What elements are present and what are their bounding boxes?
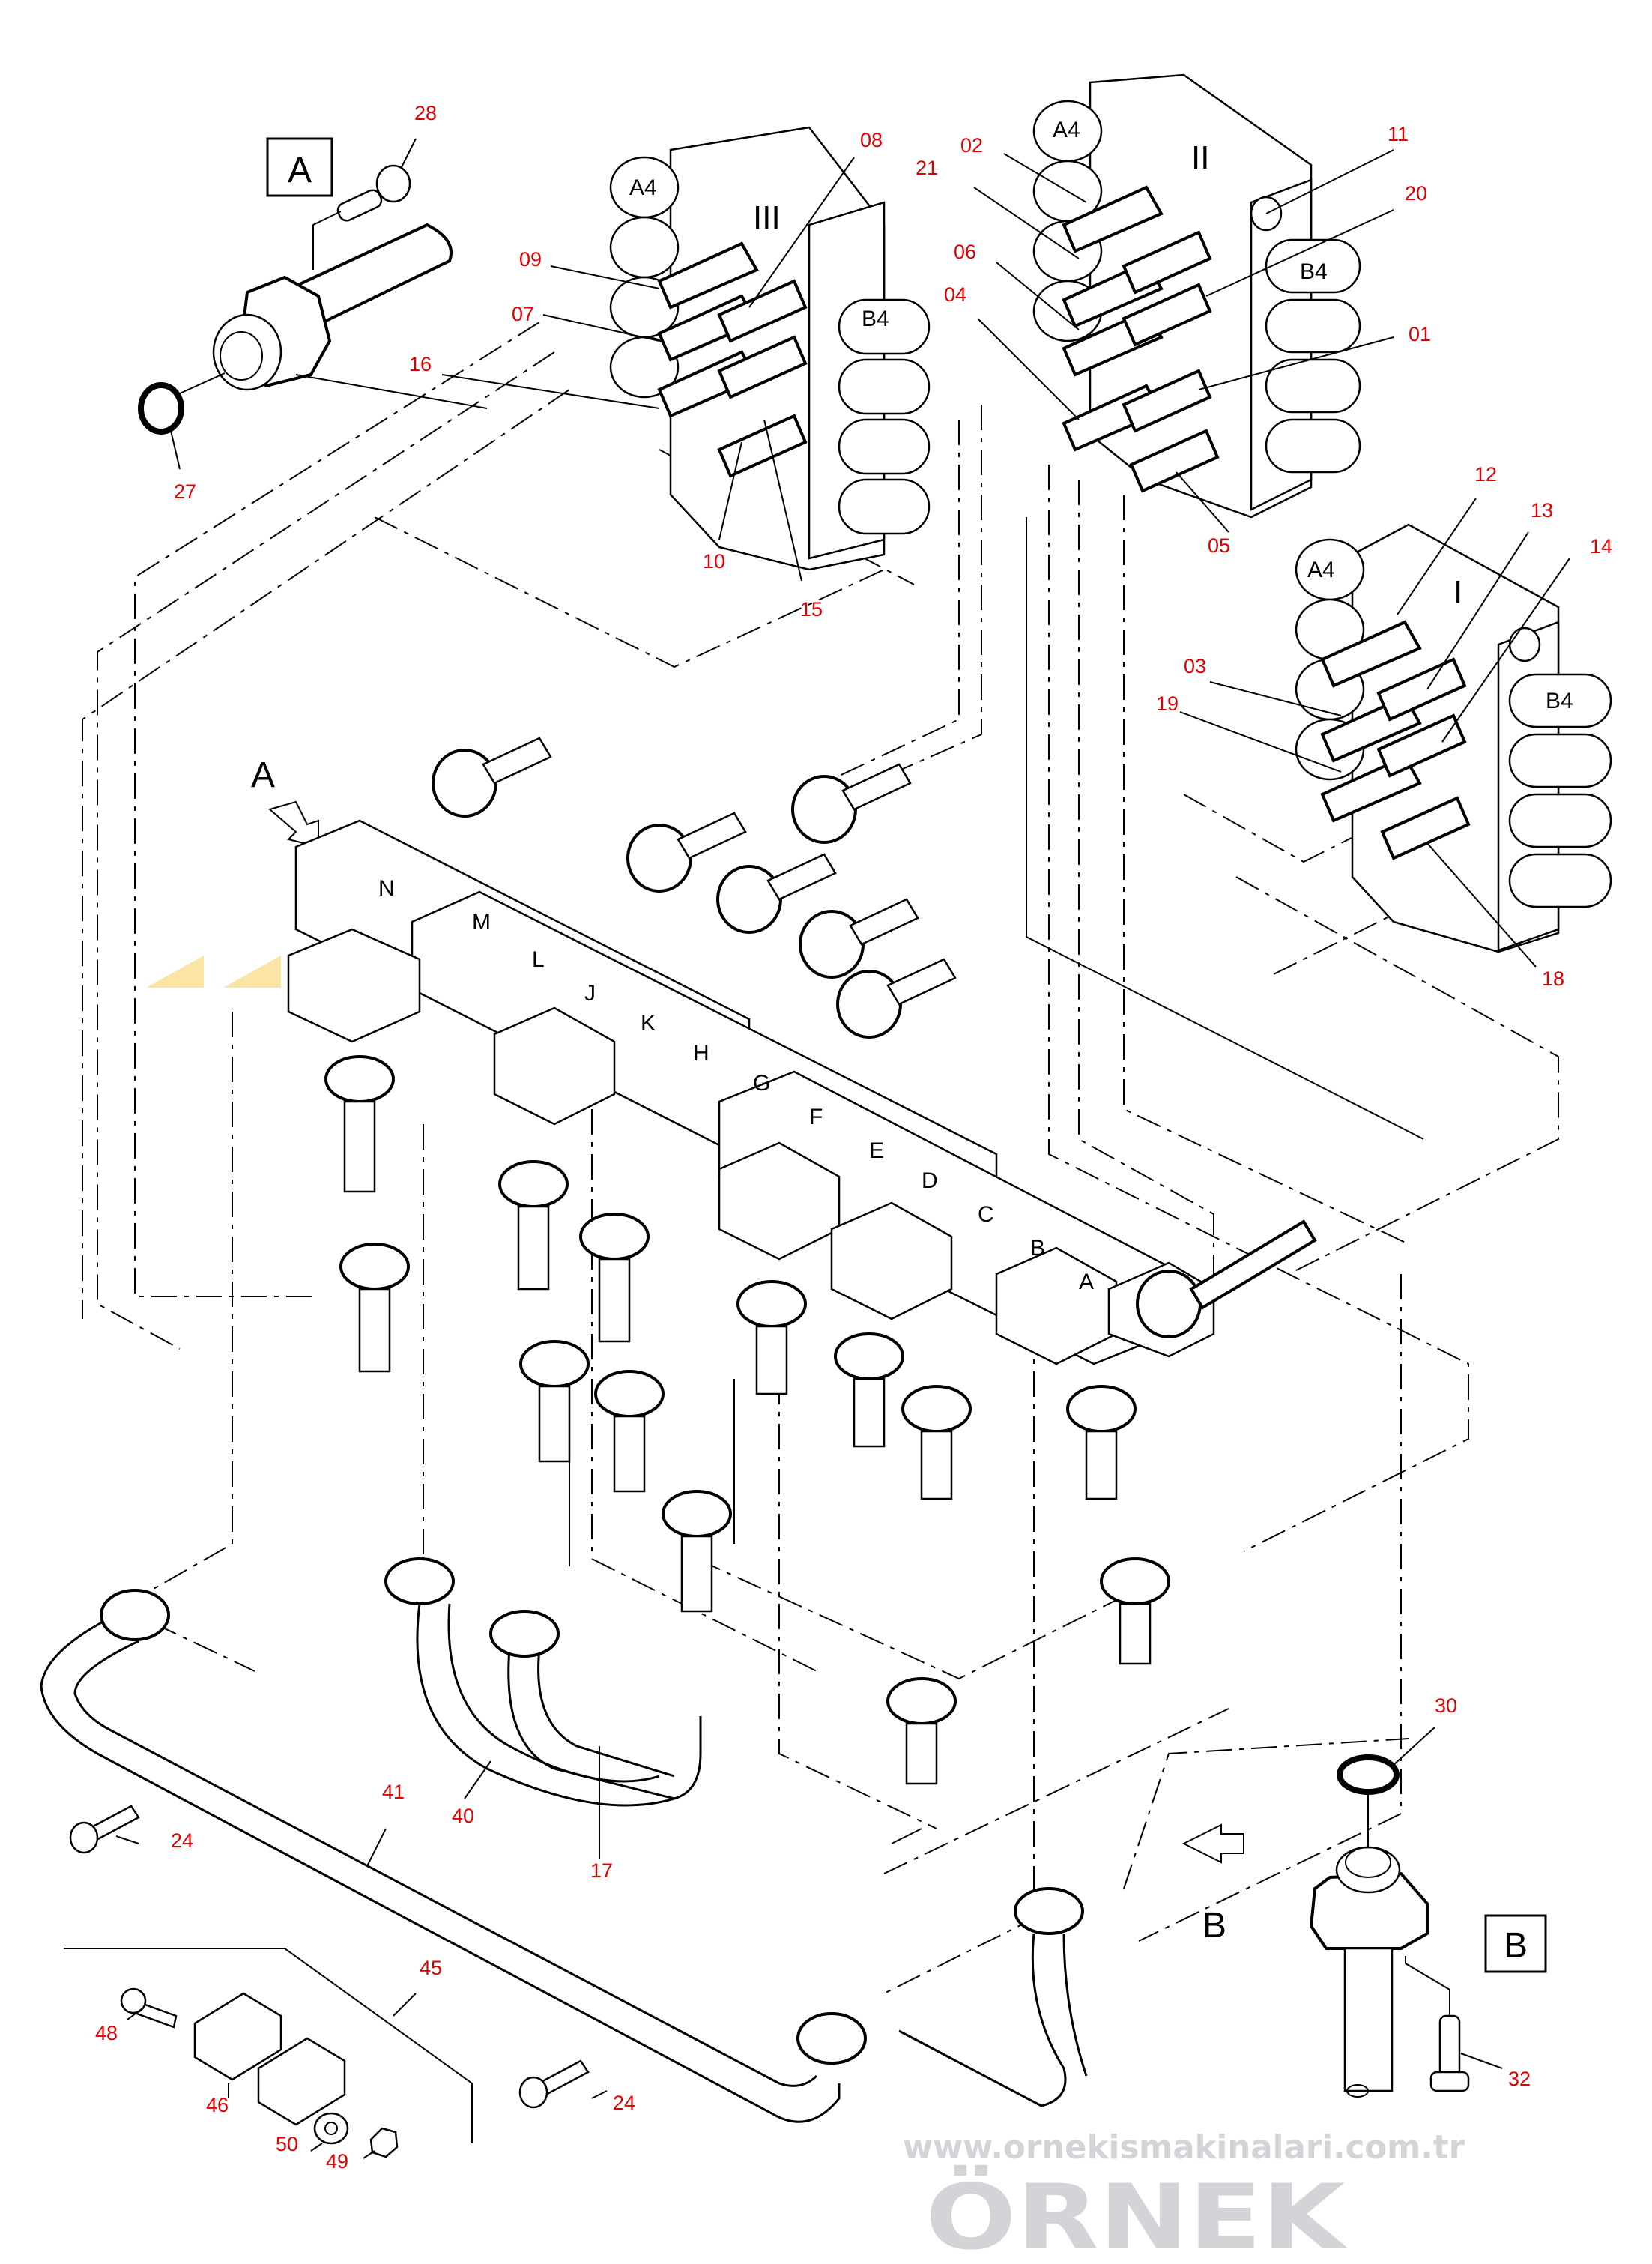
bolt-icon [1429,2014,1470,2092]
pipe-stubs [1062,185,1220,493]
washer-icon [313,2112,349,2145]
washer-hole [324,2122,338,2135]
control-valve-section-iii [609,126,931,571]
detail-b-box [1484,1914,1547,1973]
pipe-stubs [1320,620,1471,860]
view-b-arrow-icon [1181,1823,1244,1864]
bolt-icon [518,2059,590,2109]
detail-b-flange-assembly [1181,1727,1547,2098]
pipe-stubs [657,241,808,478]
downpipe-flanges [324,1055,1170,1785]
watermark-accent-left [146,956,204,988]
detail-a-box [266,137,333,197]
central-manifold [267,737,1317,1785]
port-caps-a4 [609,156,680,399]
port-caps-b4 [1265,238,1361,474]
nut-icon [369,2127,399,2158]
control-valve-section-i [1295,523,1612,953]
bolt-icon [336,164,411,222]
bolt-icon [69,1805,140,1854]
control-valve-section-ii [1032,73,1361,519]
leader-lines [115,138,1570,2159]
clamp-hardware [64,1805,590,2158]
pipe-assemblies [40,1557,1088,2123]
clamp-block-icon [193,1992,346,2126]
hex-bolt-icon [120,1987,178,2029]
detail-a-flange-assembly [138,137,453,470]
port-caps-b4 [1508,673,1612,908]
watermark-accents [146,956,281,988]
o-ring-icon [138,382,184,435]
manifold-flanges [432,737,1317,1338]
port-caps-b4 [838,298,931,535]
o-ring-icon [1337,1754,1400,1795]
watermark-accent-right [223,956,281,988]
view-a-arrow-icon [267,800,319,848]
